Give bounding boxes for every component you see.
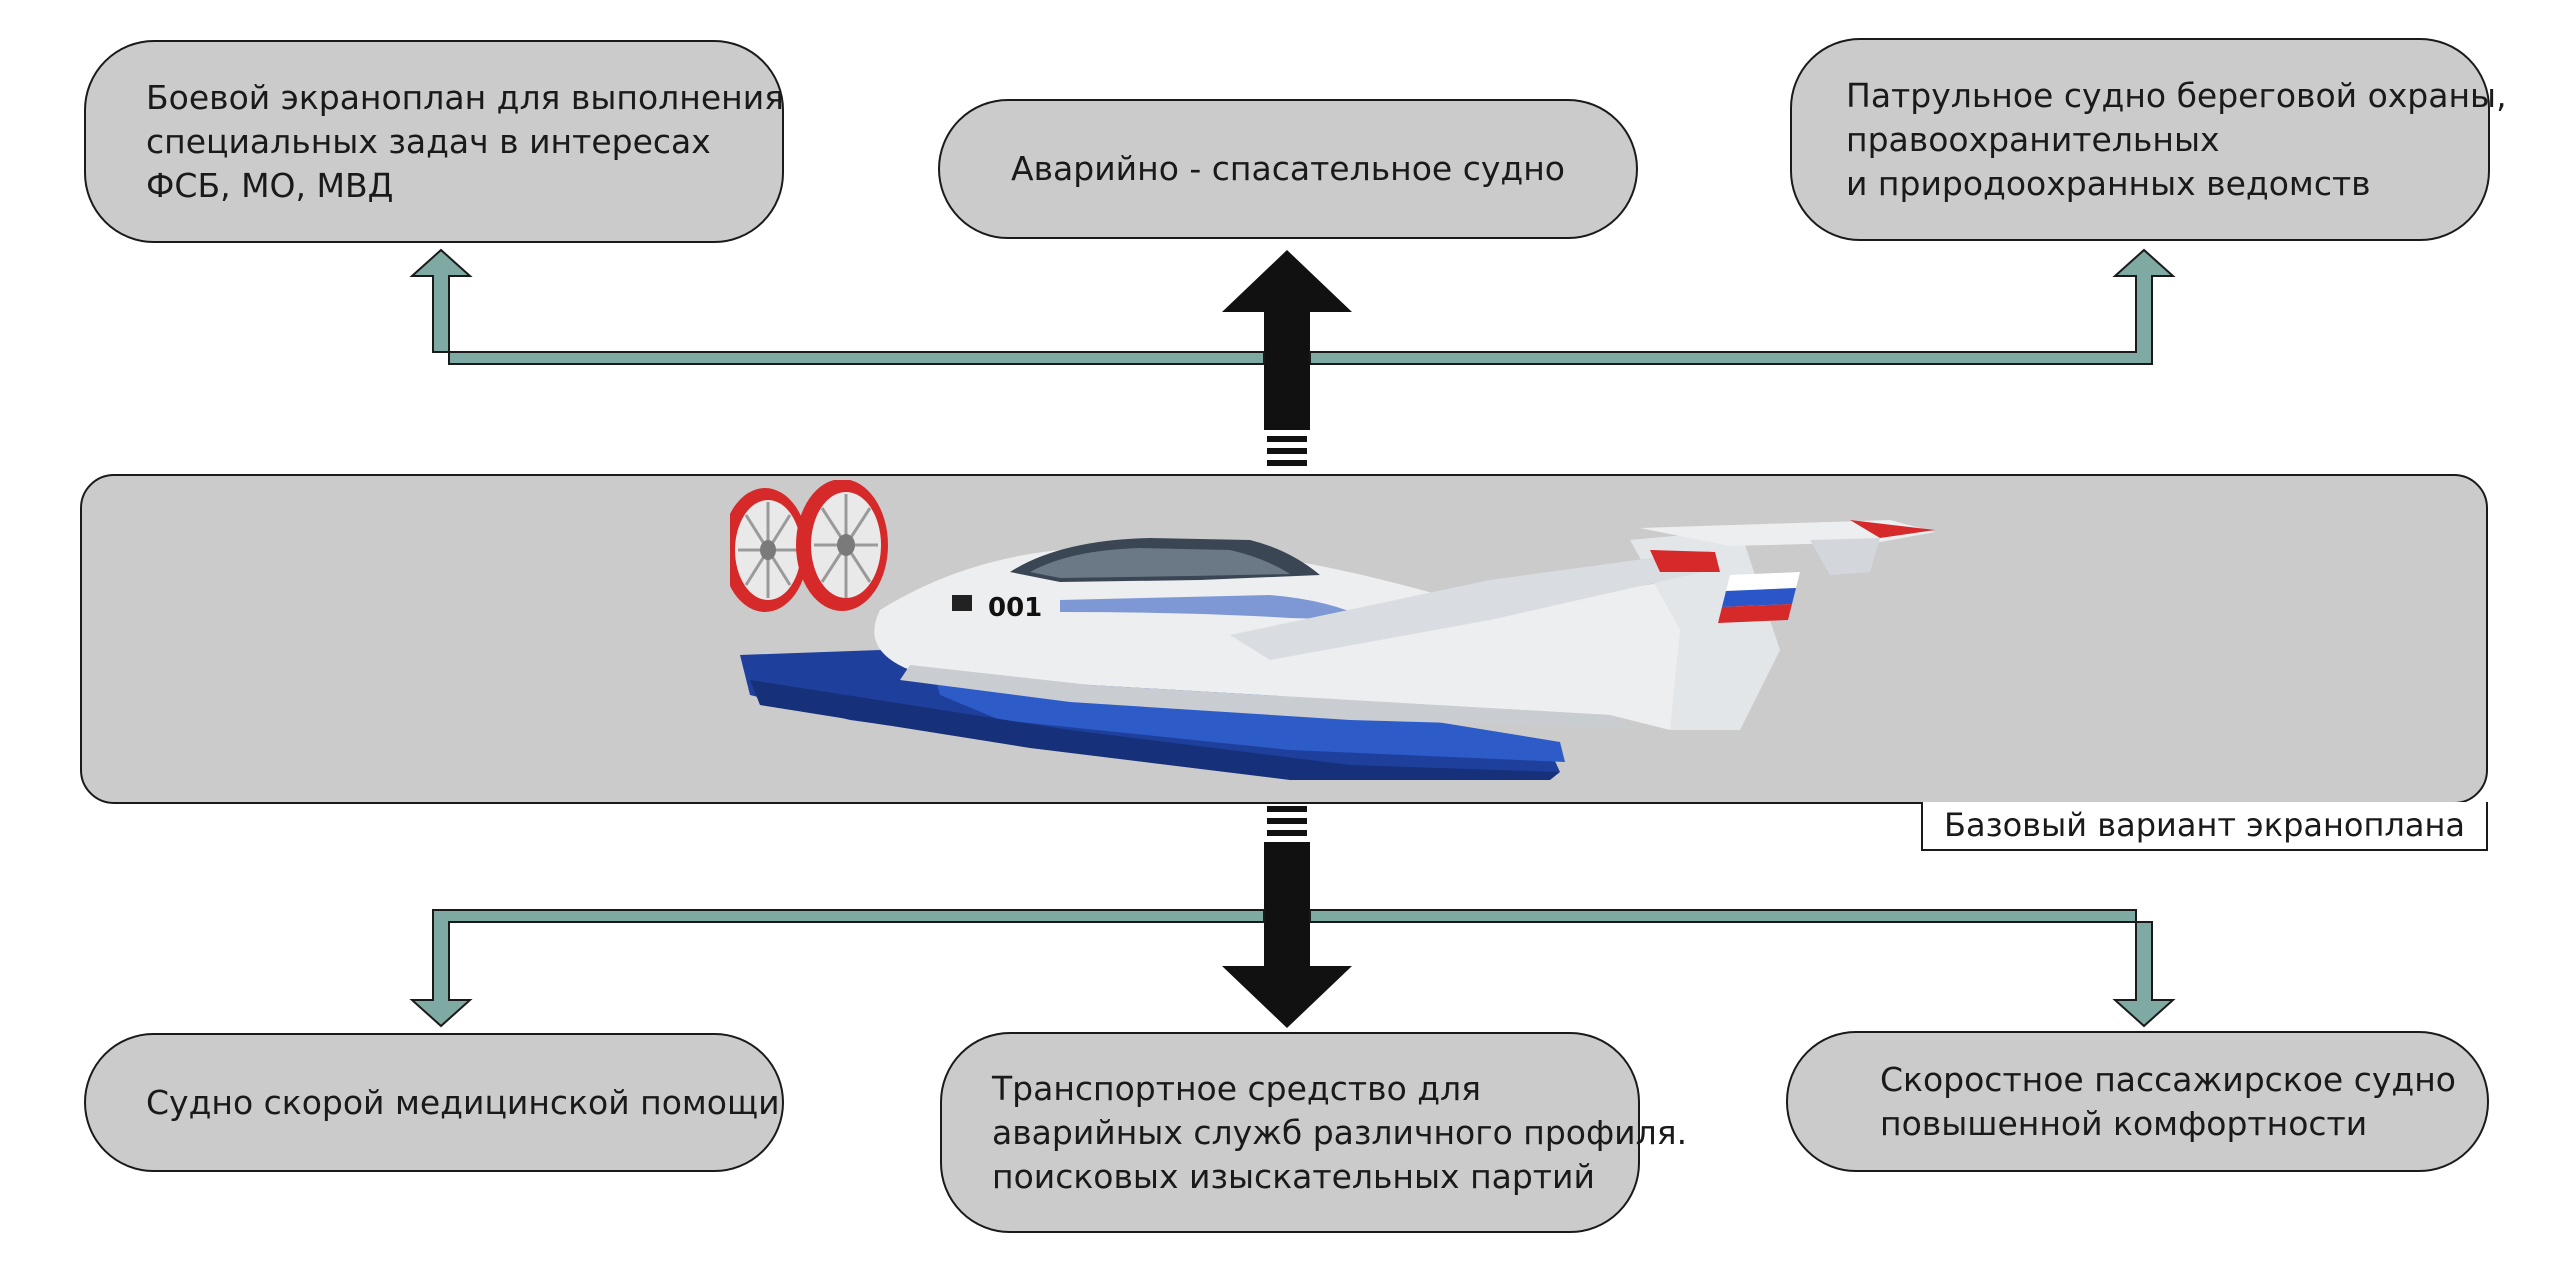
variant-medical-line-1: Судно скорой медицинской помощи (146, 1082, 780, 1122)
variant-transport-line-2: аварийных служб различного профиля. (992, 1112, 1688, 1152)
tail-fin (1630, 520, 1935, 730)
base-variant-caption: Базовый вариант экраноплана (1921, 802, 2488, 851)
variant-passenger-box: Скоростное пассажирское судно повышенной… (1786, 1031, 2489, 1172)
main-arrow-down (1222, 806, 1352, 1028)
fan-duct-right (796, 480, 888, 611)
ekranoplan-illustration: 001 (730, 480, 1935, 780)
variant-transport-line-3: поисковых изыскательных партий (992, 1156, 1595, 1196)
variant-patrol-box: Патрульное судно береговой охраны, право… (1790, 38, 2507, 241)
main-arrow-up (1222, 250, 1352, 466)
branch-arrows-top (409, 248, 2176, 365)
hull-number-text: 001 (988, 593, 1042, 623)
variant-rescue-line-1: Аварийно - спасательное судно (1011, 149, 1565, 188)
variant-patrol-line-3: и природоохранных ведомств (1846, 163, 2371, 203)
variant-combat-box: Боевой экраноплан для выполнения специал… (84, 40, 784, 243)
variant-medical-box: Судно скорой медицинской помощи (84, 1033, 784, 1172)
variant-patrol-line-1: Патрульное судно береговой охраны, (1846, 75, 2507, 115)
variant-rescue-box: Аварийно - спасательное судно (938, 99, 1638, 239)
wing (1230, 550, 1720, 660)
variant-combat-line-1: Боевой экраноплан для выполнения (146, 77, 785, 117)
variant-passenger-line-1: Скоростное пассажирское судно (1880, 1059, 2456, 1099)
variant-patrol-line-2: правоохранительных (1846, 119, 2220, 159)
variant-combat-line-2: специальных задач в интересах (146, 121, 711, 161)
variant-transport-box: Транспортное средство для аварийных служ… (940, 1032, 1688, 1233)
fan-duct-left (730, 488, 808, 612)
branch-arrows-bottom (409, 909, 2176, 1028)
variant-combat-line-3: ФСБ, МО, МВД (146, 165, 394, 205)
variant-passenger-line-2: повышенной комфортности (1880, 1103, 2368, 1143)
hull-number: 001 (952, 593, 1042, 623)
variant-transport-line-1: Транспортное средство для (992, 1068, 1482, 1108)
